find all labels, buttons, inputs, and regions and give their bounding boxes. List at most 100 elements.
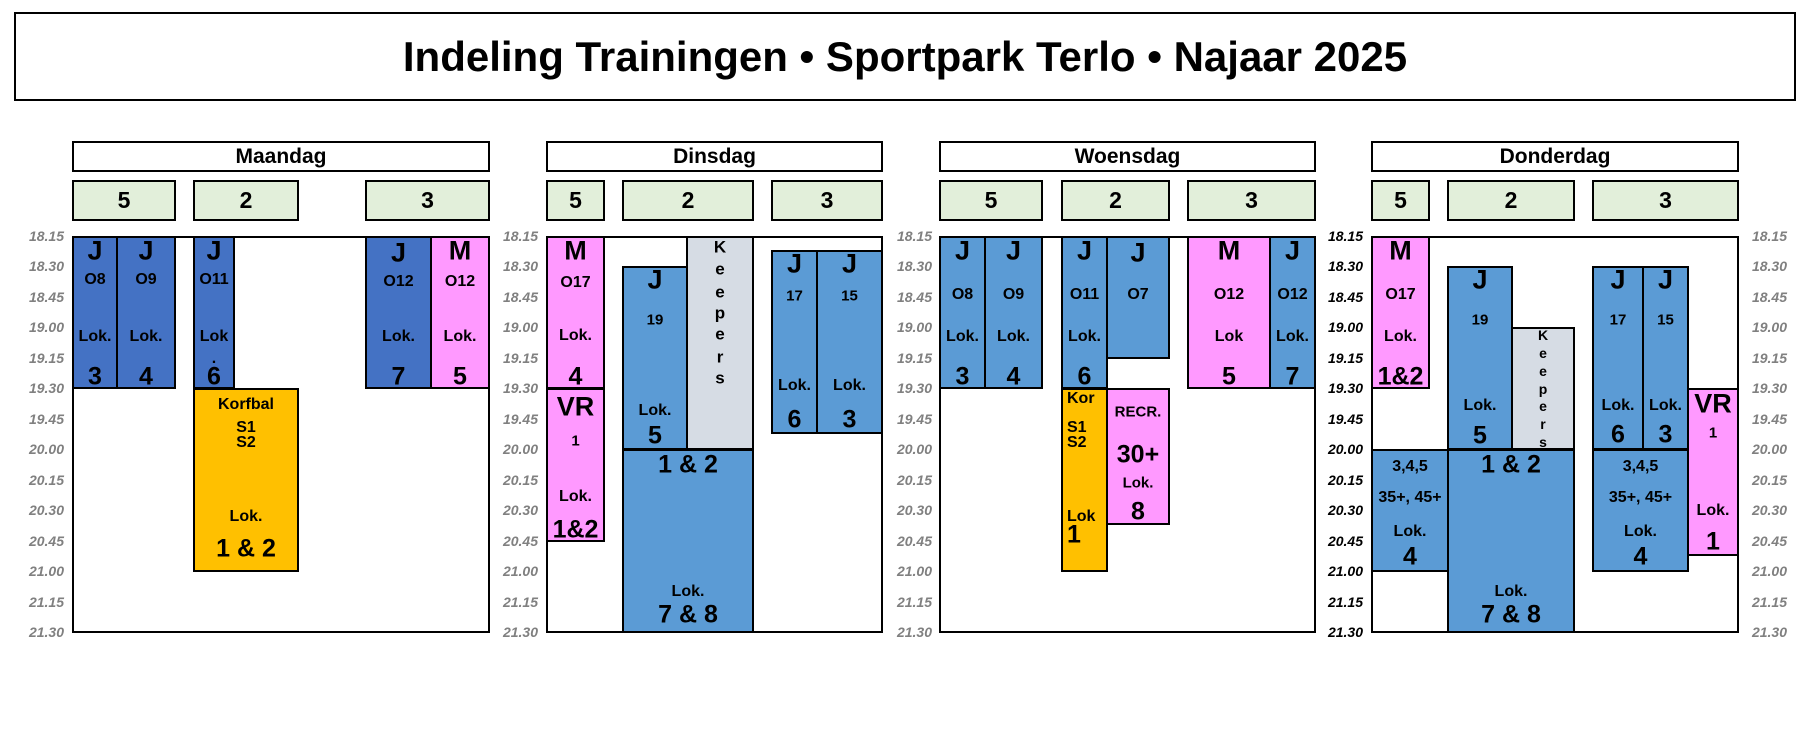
block-text: p: [714, 303, 726, 323]
block-text: 17: [786, 287, 803, 305]
block-text: Lok.: [1276, 328, 1309, 345]
block-text: 4: [1403, 542, 1417, 571]
field-header: 5: [72, 180, 176, 221]
block-text: S1: [236, 419, 256, 437]
block-text: 4: [139, 362, 153, 390]
time-label: 18.15: [1751, 228, 1787, 244]
time-label: 18.30: [28, 258, 64, 275]
time-label: 20.45: [1751, 532, 1787, 549]
block-text: 5: [1222, 362, 1236, 390]
block-text: J: [1284, 236, 1301, 266]
block-text: e: [715, 282, 725, 302]
block-text: 15: [841, 287, 858, 305]
time-label: 20.30: [28, 502, 64, 519]
time-label: 21.30: [28, 624, 64, 640]
block-text: Lok.: [1601, 397, 1635, 415]
block-text: J: [1076, 236, 1093, 266]
time-label: 20.00: [28, 441, 64, 458]
block-text: 3: [955, 362, 970, 390]
field-header: 2: [1447, 180, 1575, 221]
block-text: M: [1217, 236, 1241, 266]
day-header-donderdag: Donderdag: [1371, 141, 1739, 172]
day-header-maandag: Maandag: [72, 141, 490, 172]
time-label: 20.15: [502, 471, 538, 488]
title-banner: Indeling Trainingen • Sportpark Terlo • …: [14, 12, 1796, 101]
block-text: O17: [560, 274, 591, 291]
block-text: RECR.: [1114, 403, 1162, 421]
block-text: 17: [1609, 311, 1627, 329]
block-text: 6: [787, 405, 802, 434]
block-text: O11: [1069, 286, 1100, 303]
time-label: 20.15: [1751, 471, 1787, 488]
time-label: 21.15: [502, 593, 538, 610]
block-text: Lok: [1067, 508, 1096, 526]
training-block[interactable]: RECR.30+Lok.8: [1106, 388, 1170, 526]
block-text: p: [1538, 381, 1548, 398]
block-text: Lok.: [1624, 523, 1657, 541]
block-text: 7: [391, 362, 406, 390]
block-text: O7: [1127, 286, 1149, 303]
time-label: 19.15: [502, 349, 538, 366]
day-header-woensdag: Woensdag: [939, 141, 1316, 172]
block-text: .: [211, 350, 217, 367]
block-text: Lok.: [382, 328, 415, 345]
time-label: 19.30: [28, 380, 64, 397]
time-label: 20.15: [28, 471, 64, 488]
block-text: S1: [1067, 419, 1087, 437]
block-text: 35+, 45+: [1378, 489, 1442, 507]
block-text: 7: [1285, 362, 1300, 390]
time-label: 18.45: [896, 288, 932, 305]
time-label: 20.45: [502, 532, 538, 549]
time-label: 19.30: [502, 380, 538, 397]
field-header: 5: [1371, 180, 1430, 221]
block-text: O12: [1277, 286, 1308, 303]
block-text: 6: [207, 362, 221, 390]
block-text: Lok.: [1649, 397, 1682, 415]
block-text: J: [786, 250, 803, 279]
block-text: J: [1657, 266, 1674, 295]
time-label: 21.00: [1751, 563, 1787, 580]
block-text: Lok.: [559, 327, 592, 344]
block-text: 1 & 2: [216, 534, 276, 563]
time-label: 21.00: [502, 563, 538, 580]
block-text: J: [87, 236, 103, 266]
block-text: 4: [1633, 542, 1648, 571]
time-label: 18.15: [896, 228, 932, 244]
block-text: O11: [199, 271, 229, 288]
time-label: 19.15: [1327, 349, 1363, 366]
block-text: Lok: [199, 328, 229, 345]
block-text: M: [564, 236, 587, 266]
block-text: S2: [236, 434, 256, 452]
block-text: Lok.: [78, 328, 112, 345]
time-label: 20.45: [896, 532, 932, 549]
